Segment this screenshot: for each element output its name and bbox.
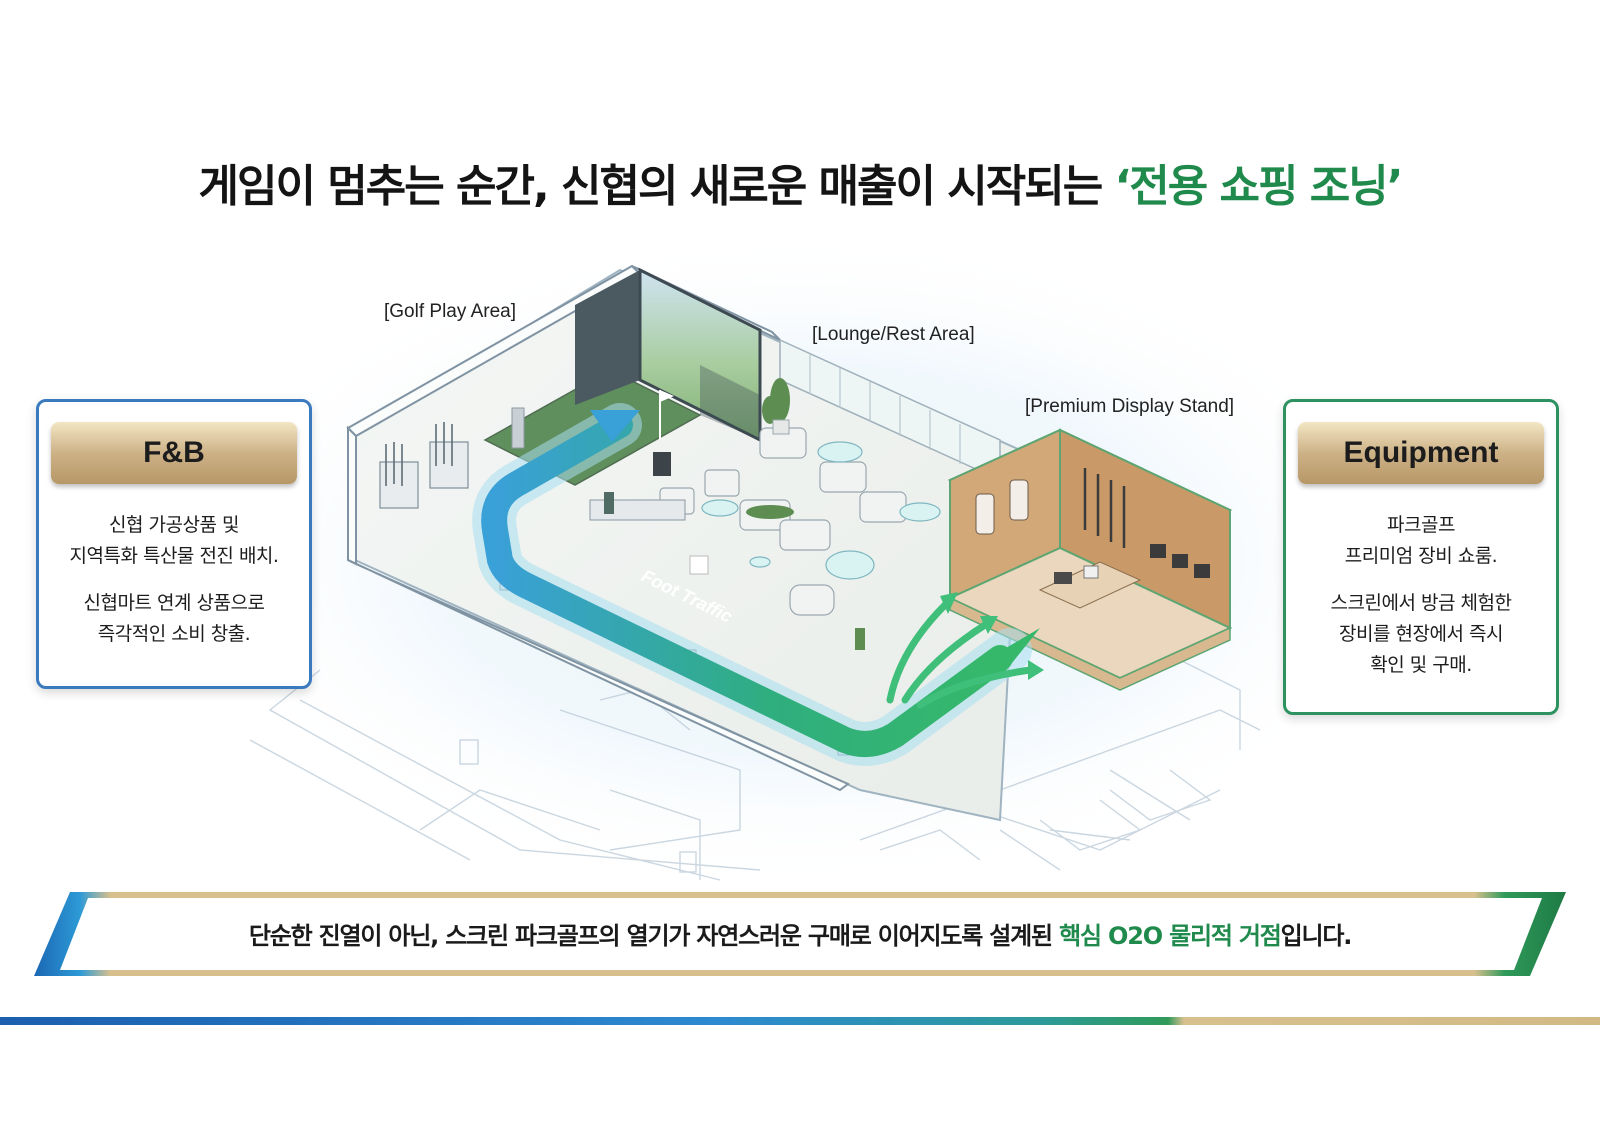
fb-card: F&B 신협 가공상품 및 지역특화 특산물 전진 배치. 신협마트 연계 상품… [36, 399, 312, 689]
summary-banner: 단순한 진열이 아닌, 스크린 파크골프의 열기가 자연스러운 구매로 이어지도… [30, 890, 1570, 980]
banner-frame [34, 892, 1566, 976]
equipment-card-text-1: 파크골프 프리미엄 장비 쇼룸. [1344, 514, 1498, 567]
fb-card-body: 신협 가공상품 및 지역특화 특산물 전진 배치. 신협마트 연계 상품으로 즉… [47, 510, 301, 666]
banner-text: 단순한 진열이 아닌, 스크린 파크골프의 열기가 자연스러운 구매로 이어지도… [70, 916, 1530, 951]
foot-traffic-arrow [472, 403, 1044, 766]
golf-play-area-label: [Golf Play Area] [384, 301, 517, 322]
page-title: 게임이 멈추는 순간, 신협의 새로운 매출이 시작되는 ‘전용 쇼핑 조닝’ [0, 150, 1600, 214]
lounge-rest-area-label: [Lounge/Rest Area] [812, 324, 975, 345]
fb-card-title: F&B [51, 422, 297, 484]
equipment-card: Equipment 파크골프 프리미엄 장비 쇼룸. 스크린에서 방금 체험한 … [1283, 399, 1559, 715]
bottom-rule [0, 1017, 1600, 1025]
banner-text-accent: 핵심 O2O 물리적 거점 [1059, 922, 1282, 950]
floor-plan-diagram: Foot Traffic [180, 230, 1420, 890]
lounge-area [589, 338, 1001, 650]
equipment-card-text-2: 스크린에서 방금 체험한 장비를 현장에서 즉시 확인 및 구매. [1330, 592, 1512, 676]
fb-card-text-1: 신협 가공상품 및 지역특화 특산물 전진 배치. [69, 514, 279, 567]
blueprint-lines [249, 659, 1261, 881]
fb-card-text-2: 신협마트 연계 상품으로 즉각적인 소비 창출. [83, 592, 265, 645]
premium-display-stand [947, 428, 1233, 691]
premium-display-stand-label: [Premium Display Stand] [1025, 396, 1235, 417]
banner-text-main: 단순한 진열이 아닌, 스크린 파크골프의 열기가 자연스러운 구매로 이어지도… [248, 922, 1060, 950]
equipment-card-title: Equipment [1298, 422, 1544, 484]
title-main: 게임이 멈추는 순간, 신협의 새로운 매출이 시작되는 [198, 161, 1115, 212]
equipment-card-body: 파크골프 프리미엄 장비 쇼룸. 스크린에서 방금 체험한 장비를 현장에서 즉… [1294, 510, 1548, 697]
banner-text-suffix: 입니다. [1280, 922, 1353, 950]
title-accent: ‘전용 쇼핑 조닝’ [1114, 161, 1404, 212]
